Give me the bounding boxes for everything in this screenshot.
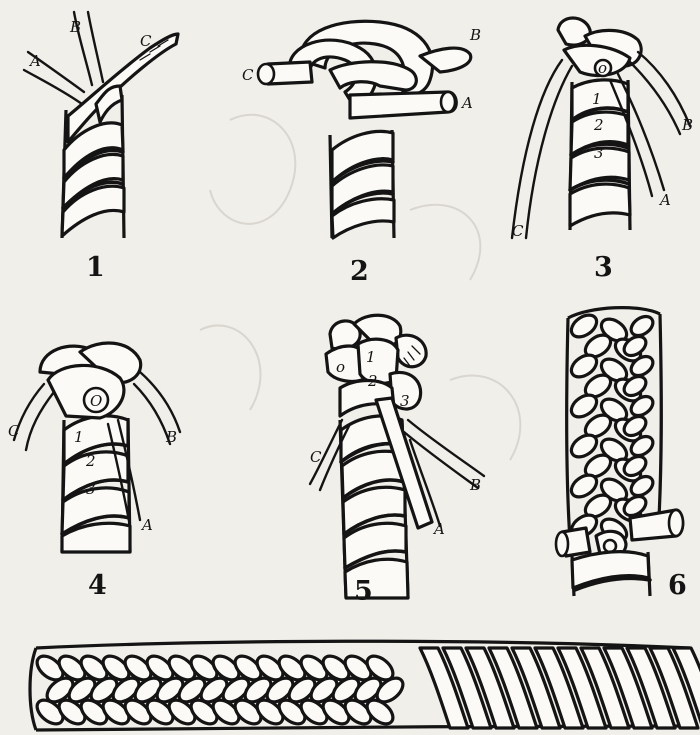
figure-7-long-splice — [30, 641, 700, 730]
figure-2: A B C 2 — [242, 21, 481, 287]
tuck-number-2: 2 — [593, 116, 604, 134]
tuck-number-2: 2 — [367, 372, 378, 390]
strand-end-mark: o — [598, 59, 607, 77]
twisted-rope-section — [420, 648, 700, 728]
strand-label-c: C — [512, 222, 524, 240]
strand-label-a: A — [28, 52, 41, 70]
figure-number-1: 1 — [86, 252, 105, 283]
rope-twist-segments — [62, 416, 130, 552]
tuck-number-3: 3 — [594, 144, 604, 162]
strand-label-a: A — [460, 94, 473, 112]
figure-5: o 1 2 3 A B C 5 — [310, 315, 484, 607]
figure-3: o 1 2 3 A B C 3 — [512, 18, 693, 283]
figure-4: O 1 2 3 A B C 4 — [8, 343, 180, 601]
tuck-number-3: 3 — [86, 480, 96, 498]
figure-number-4: 4 — [88, 570, 107, 601]
strand-label-c: C — [8, 422, 20, 440]
tuck-number-2: 2 — [85, 452, 96, 470]
figure-number-5: 5 — [354, 576, 373, 607]
figure-number-3: 3 — [594, 252, 613, 283]
braided-splice-section — [33, 651, 408, 728]
strand-label-b: B — [165, 428, 177, 446]
strand-label-b: B — [681, 116, 693, 134]
strand-end-mark: O — [90, 392, 102, 410]
strand-label-b: B — [469, 26, 481, 44]
rope-twist-segments — [332, 131, 394, 238]
figure-number-2: 2 — [350, 256, 369, 287]
strand-label-a: A — [140, 516, 153, 534]
strand-label-c: C — [140, 32, 152, 50]
figure-number-6: 6 — [668, 570, 687, 601]
tuck-number-3: 3 — [400, 392, 410, 410]
tuck-number-1: 1 — [74, 428, 84, 446]
strand-label-b: B — [69, 18, 81, 36]
strand-label-c: C — [310, 448, 322, 466]
figure-1: A B C 1 — [24, 12, 178, 283]
figure-6: 6 — [556, 308, 687, 601]
strand-label-b: B — [469, 476, 481, 494]
tuck-number-1: 1 — [592, 90, 602, 108]
tuck-number-1: 1 — [366, 348, 376, 366]
strand-label-a: A — [432, 520, 445, 538]
strand-label-c: C — [242, 66, 254, 84]
braided-pattern — [567, 311, 656, 546]
strand-label-a: A — [658, 191, 671, 209]
strand-end-mark: o — [336, 358, 345, 376]
